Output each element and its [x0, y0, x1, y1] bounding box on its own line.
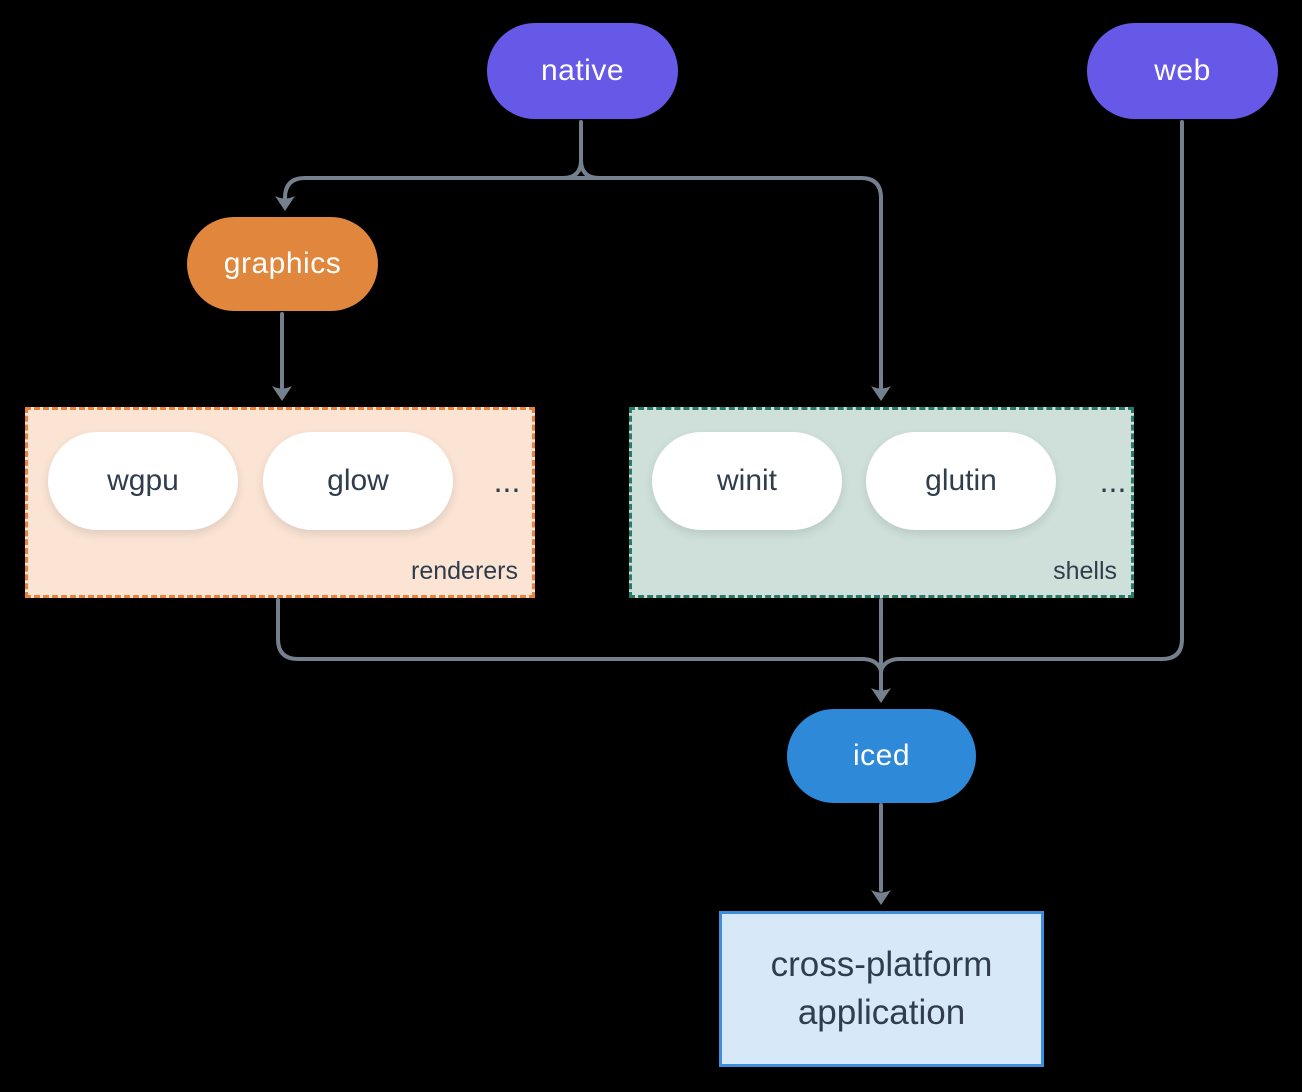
node-glow: glow — [263, 432, 453, 530]
group-shells: winit glutin ... shells — [629, 407, 1134, 598]
edge-native-branch — [283, 176, 883, 390]
edge-renderers-to-merge — [276, 598, 883, 673]
node-glutin-label: glutin — [925, 464, 997, 497]
node-iced: iced — [787, 709, 976, 803]
renderers-ellipsis: ... — [493, 462, 521, 499]
app-label-line2: application — [797, 993, 966, 1032]
edge-native-flare-right — [579, 158, 601, 180]
node-winit: winit — [652, 432, 842, 530]
edge-web-to-merge — [879, 120, 1184, 673]
node-iced-label: iced — [852, 739, 911, 772]
shells-ellipsis: ... — [1099, 462, 1127, 499]
node-web: web — [1087, 23, 1278, 119]
renderers-group-label: renderers — [411, 557, 518, 585]
group-renderers: wgpu glow ... renderers — [25, 407, 535, 598]
arrowhead-into-app — [871, 890, 891, 905]
node-wgpu-label: wgpu — [107, 464, 179, 497]
node-wgpu: wgpu — [48, 432, 238, 530]
node-graphics-label: graphics — [223, 247, 342, 280]
arrowhead-into-shells — [871, 386, 891, 401]
arrowhead-into-graphics — [275, 196, 295, 211]
edge-native-flare-left — [561, 158, 583, 180]
node-native: native — [487, 23, 678, 119]
node-graphics: graphics — [187, 217, 378, 311]
node-winit-label: winit — [716, 464, 777, 497]
app-label-line1: cross-platform — [770, 945, 993, 984]
node-glutin: glutin — [866, 432, 1056, 530]
node-cross-platform-application: cross-platform application — [719, 911, 1044, 1067]
node-glow-label: glow — [327, 464, 389, 497]
shells-group-label: shells — [1053, 557, 1117, 585]
node-native-label: native — [540, 54, 625, 87]
arrowhead-into-renderers — [272, 386, 292, 401]
arrowhead-into-iced — [871, 688, 891, 703]
node-web-label: web — [1154, 54, 1211, 87]
